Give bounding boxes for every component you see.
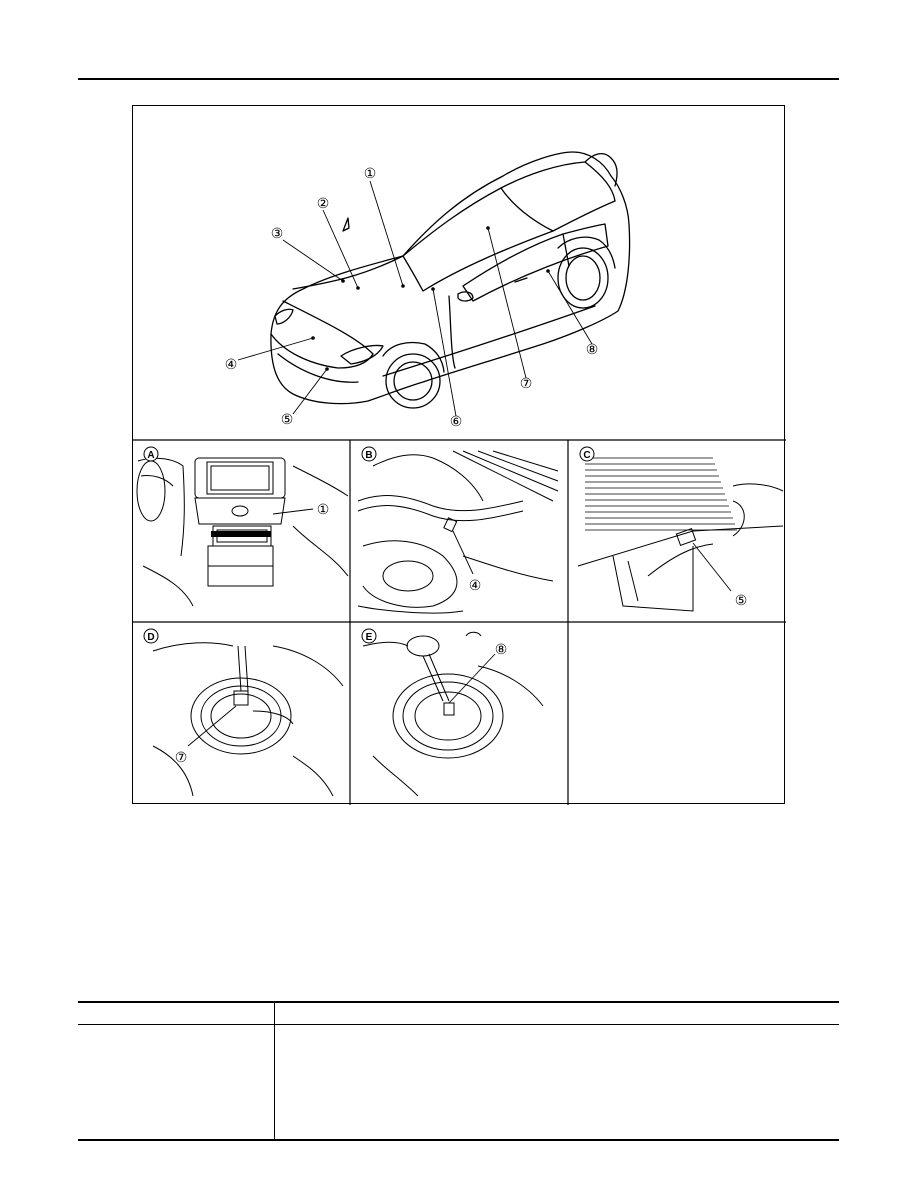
panel-b-letter: B (365, 450, 372, 461)
table-bottom-rule (78, 1139, 839, 1141)
car-illustration (270, 151, 631, 409)
callout-6: ⑥ (450, 413, 463, 429)
callout-2: ② (317, 195, 330, 211)
figure-svg: ① ② ③ ④ ⑤ ⑥ ⑦ ⑧ (133, 151, 786, 805)
panel-e-callout: ⑧ (495, 641, 508, 657)
table-column-divider (274, 1001, 275, 1141)
component-location-figure: ① ② ③ ④ ⑤ ⑥ ⑦ ⑧ (132, 105, 786, 805)
main-callout-labels: ① ② ③ ④ ⑤ ⑥ ⑦ ⑧ (225, 165, 599, 429)
callout-4: ④ (225, 356, 238, 372)
panel-d-letter: D (147, 632, 154, 643)
main-leaders (237, 180, 593, 417)
main-leader-dots (311, 226, 550, 371)
table-top-rule (78, 1001, 839, 1003)
panel-e: E ⑧ (361, 628, 544, 797)
callout-5: ⑤ (281, 411, 294, 427)
panel-grid (133, 439, 786, 805)
panel-a-letter: A (147, 450, 154, 461)
panel-a: A ① (136, 446, 349, 607)
panel-c-callout: ⑤ (735, 592, 748, 608)
header-rule (78, 78, 839, 80)
table-header-rule (78, 1024, 839, 1025)
component-table (78, 1001, 839, 1141)
callout-8: ⑧ (586, 341, 599, 357)
callout-3: ③ (271, 225, 284, 241)
callout-1: ① (364, 165, 377, 181)
panel-b: B ④ (357, 446, 559, 614)
panel-c: C ⑤ (577, 446, 784, 612)
panel-b-callout: ④ (469, 577, 482, 593)
panel-a-callout: ① (317, 501, 330, 517)
callout-7: ⑦ (520, 375, 533, 391)
panel-d: D ⑦ (143, 628, 344, 797)
panel-c-letter: C (583, 450, 590, 461)
panel-e-letter: E (366, 632, 373, 643)
panel-d-callout: ⑦ (175, 749, 188, 765)
